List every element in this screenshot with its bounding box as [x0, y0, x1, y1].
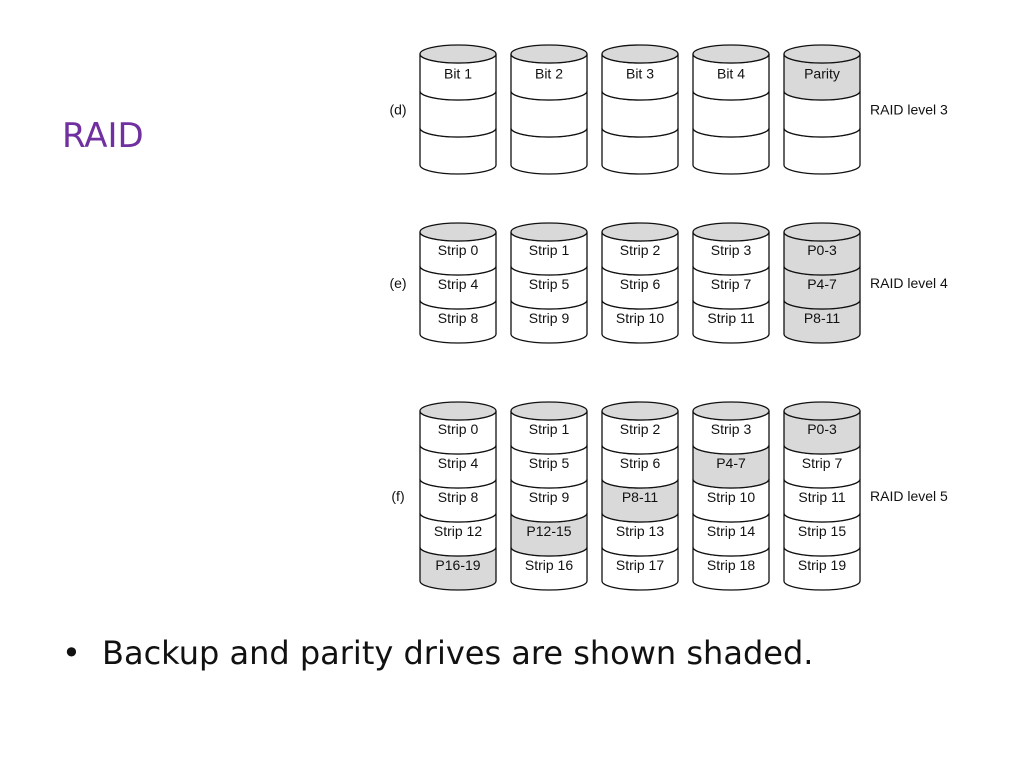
cell-label: Strip 8	[438, 489, 479, 505]
cell-label: Strip 9	[529, 310, 570, 326]
disk-top-cap	[419, 44, 497, 64]
slide-title: RAID	[62, 116, 144, 156]
cell-label: Strip 3	[711, 421, 752, 437]
cell-label: Strip 19	[798, 557, 846, 573]
disk-top-cap	[601, 44, 679, 64]
cell-label: Strip 17	[616, 557, 664, 573]
bullet-dot: •	[62, 634, 81, 672]
disk-top-cap	[510, 222, 588, 242]
cell-label: Strip 5	[529, 276, 570, 292]
disk-top-cap	[510, 401, 588, 421]
disk: Strip 11 Strip 7 Strip 3	[692, 222, 770, 344]
cell-label: Strip 2	[620, 421, 661, 437]
disk: Strip 9 Strip 5 Strip 1	[510, 222, 588, 344]
row-label: (f)	[391, 488, 404, 504]
cell-label: Strip 15	[798, 523, 846, 539]
cell-label: Strip 0	[438, 421, 479, 437]
cell-label: Strip 4	[438, 276, 479, 292]
cell-label: Strip 6	[620, 276, 661, 292]
disk-top-cap	[783, 401, 861, 421]
cell-label: Strip 18	[707, 557, 755, 573]
cell-label: Strip 13	[616, 523, 664, 539]
cell-label: Strip 7	[711, 276, 752, 292]
bullet-text: Backup and parity drives are shown shade…	[102, 634, 814, 672]
disk-top-cap	[510, 44, 588, 64]
cell-label: Strip 5	[529, 455, 570, 471]
raid-level-label: RAID level 4	[870, 275, 948, 291]
disk-top-cap	[692, 222, 770, 242]
disk-top-cap	[783, 222, 861, 242]
row-label: (d)	[389, 102, 406, 118]
disk-top-cap	[419, 401, 497, 421]
cell-label: Strip 8	[438, 310, 479, 326]
cell-label: Strip 1	[529, 242, 570, 258]
disk-top-cap	[692, 401, 770, 421]
cell-label: Parity	[804, 66, 840, 82]
cell-label: Bit 1	[444, 66, 472, 82]
bullet-point: • Backup and parity drives are shown shad…	[62, 634, 813, 672]
disk-top-cap	[783, 44, 861, 64]
disk: Parity	[783, 44, 861, 175]
raid-diagram: Bit 1 Bit 2 Bit 3 Bit 4 Parity (d) RAID level …	[389, 44, 948, 591]
disk: Strip 8 Strip 4 Strip 0	[419, 222, 497, 344]
cell-label: Strip 0	[438, 242, 479, 258]
disk: Bit 1	[419, 44, 497, 175]
disk-top-cap	[419, 222, 497, 242]
cell-label: P0-3	[807, 242, 837, 258]
disk-top-cap	[692, 44, 770, 64]
cell-label: Strip 6	[620, 455, 661, 471]
row-label: (e)	[389, 275, 406, 291]
disk: Bit 2	[510, 44, 588, 175]
disk: Strip 16 P12-15 Strip 9 Strip 5 Strip 1	[510, 401, 588, 591]
disk: Bit 4	[692, 44, 770, 175]
cell-label: Strip 14	[707, 523, 755, 539]
cell-label: Strip 11	[707, 310, 754, 326]
raid-row-f: P16-19 Strip 12 Strip 8 Strip 4 Strip 0 Strip…	[391, 401, 948, 591]
disk: Strip 17 Strip 13 P8-11 Strip 6 Strip 2	[601, 401, 679, 591]
cell-label: Strip 11	[798, 489, 845, 505]
cell-label: Strip 4	[438, 455, 479, 471]
raid-level-label: RAID level 3	[870, 102, 948, 118]
cell-label: P0-3	[807, 421, 837, 437]
cell-label: Strip 10	[616, 310, 664, 326]
disk-top-cap	[601, 401, 679, 421]
disk: P8-11 P4-7 P0-3	[783, 222, 861, 344]
cell-label: Strip 9	[529, 489, 570, 505]
cell-label: Bit 4	[717, 66, 745, 82]
disk: Strip 18 Strip 14 Strip 10 P4-7 Strip 3	[692, 401, 770, 591]
disk: Strip 19 Strip 15 Strip 11 Strip 7 P0-3	[783, 401, 861, 591]
raid-row-d: Bit 1 Bit 2 Bit 3 Bit 4 Parity (d) RAID level …	[389, 44, 948, 175]
cell-label: Strip 12	[434, 523, 482, 539]
cell-label: Strip 2	[620, 242, 661, 258]
disk: P16-19 Strip 12 Strip 8 Strip 4 Strip 0	[419, 401, 497, 591]
cell-label: Bit 2	[535, 66, 563, 82]
cell-label: Strip 1	[529, 421, 570, 437]
disk: Strip 10 Strip 6 Strip 2	[601, 222, 679, 344]
cell-label: P16-19	[435, 557, 480, 573]
disk-top-cap	[601, 222, 679, 242]
cell-label: P12-15	[526, 523, 571, 539]
cell-label: Strip 3	[711, 242, 752, 258]
cell-label: Strip 16	[525, 557, 573, 573]
raid-level-label: RAID level 5	[870, 488, 948, 504]
cell-label: P8-11	[804, 310, 841, 326]
cell-label: Bit 3	[626, 66, 654, 82]
cell-label: P8-11	[622, 489, 659, 505]
disk: Bit 3	[601, 44, 679, 175]
cell-label: Strip 10	[707, 489, 755, 505]
cell-label: P4-7	[807, 276, 837, 292]
cell-label: Strip 7	[802, 455, 843, 471]
cell-label: P4-7	[716, 455, 746, 471]
